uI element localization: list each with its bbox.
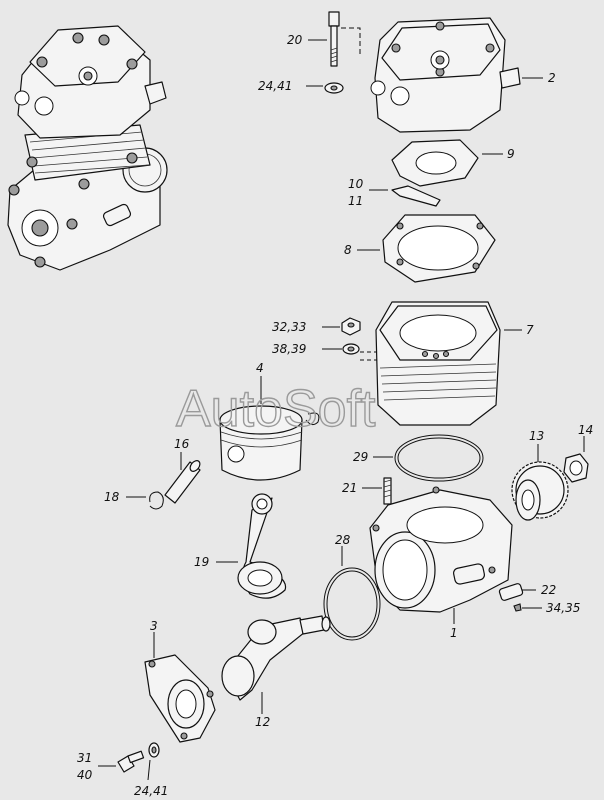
label-part-16: 16 — [174, 437, 190, 451]
crankcase-part-1 — [369, 486, 513, 613]
piston-part-4 — [219, 405, 303, 481]
label-part-13: 13 — [529, 429, 544, 443]
label-part-32-33: 32,33 — [272, 320, 306, 334]
label-part-14: 14 — [578, 423, 593, 437]
piston-ring-clip-right — [305, 412, 320, 426]
label-part-2: 2 — [548, 71, 556, 85]
label-part-38-39: 38,39 — [272, 342, 306, 356]
cylinder-head-part-2 — [370, 17, 521, 133]
circlip-part-18 — [149, 491, 164, 510]
bearing-cover-part-3 — [144, 654, 216, 743]
nut-part-32-33 — [341, 317, 361, 336]
cylinder-part-7 — [375, 301, 501, 426]
label-part-4: 4 — [256, 361, 264, 375]
label-part-3: 3 — [150, 619, 158, 633]
label-part-1: 1 — [450, 626, 458, 640]
valve-plate-part-10-11 — [391, 185, 441, 207]
o-ring-part-28 — [323, 567, 381, 641]
screw-part-34-35 — [513, 603, 522, 612]
label-part-12: 12 — [255, 715, 270, 729]
label-part-8: 8 — [344, 243, 352, 257]
washer-part-24-41-top — [324, 82, 344, 94]
label-part-20: 20 — [287, 33, 303, 47]
label-part-9: 9 — [507, 147, 515, 161]
label-part-31: 31 — [77, 751, 92, 765]
washer-part-38-39 — [342, 343, 360, 355]
piston-pin-part-16 — [164, 460, 201, 504]
label-part-28: 28 — [335, 533, 351, 547]
label-part-10: 10 — [348, 177, 364, 191]
watermark: AutoSoft — [176, 380, 376, 438]
gear-nut-part-14 — [563, 453, 589, 483]
crankshaft-part-12 — [221, 615, 331, 701]
o-ring-part-29 — [394, 434, 484, 482]
label-part-34-35: 34,35 — [546, 601, 580, 615]
stud-part-21 — [383, 477, 392, 505]
washer-part-24-41-bottom — [148, 742, 160, 758]
bolt-part-31-40 — [117, 750, 145, 773]
leader-lines — [98, 39, 585, 781]
label-part-24-41-top: 24,41 — [258, 79, 292, 93]
drive-gear-part-13 — [511, 461, 569, 521]
label-part-22: 22 — [541, 583, 556, 597]
label-part-19: 19 — [194, 555, 209, 569]
label-part-11: 11 — [348, 194, 363, 208]
label-part-29: 29 — [353, 450, 368, 464]
label-part-24-41-bottom: 24,41 — [134, 784, 168, 798]
label-part-40: 40 — [77, 768, 93, 782]
label-part-7: 7 — [526, 323, 534, 337]
bolt-part-20 — [328, 11, 340, 67]
assembled-compressor-illustration — [7, 25, 168, 271]
connecting-rod-part-19 — [237, 493, 287, 599]
label-part-21: 21 — [342, 481, 357, 495]
label-part-18: 18 — [104, 490, 120, 504]
gasket-part-9 — [391, 139, 479, 187]
cover-plate-part-22 — [498, 583, 524, 601]
gasket-part-8 — [382, 214, 496, 283]
